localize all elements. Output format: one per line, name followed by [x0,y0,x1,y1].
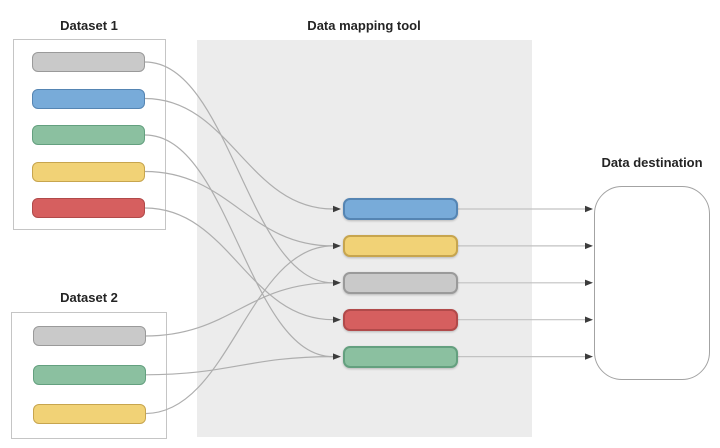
destination-arrowhead-red [585,316,593,323]
dataset1-field-red [32,198,145,218]
mapped-field-green [343,345,458,368]
mapped-field-red [343,308,458,331]
mapped-field-blue [343,198,458,220]
dataset2-field-green [33,364,146,385]
mapping-tool-title: Data mapping tool [307,18,421,33]
dataset2-title: Dataset 2 [60,290,118,305]
dataset1-field-yellow [32,161,145,182]
destination-box [594,186,710,380]
dataset1-field-gray [32,52,145,72]
dataset1-title: Dataset 1 [60,18,118,33]
destination-arrowhead-blue [585,205,593,213]
dataset2-field-yellow [33,403,146,424]
mapped-field-yellow [343,234,458,257]
dataset2-field-gray [33,326,146,346]
dataset1-field-green [32,125,145,145]
destination-arrowhead-yellow [585,242,593,250]
dataset1-field-blue [32,88,145,109]
destination-arrowhead-gray [585,279,593,286]
destination-arrowhead-green [585,353,593,360]
mapped-field-gray [343,271,458,294]
destination-title: Data destination [601,155,703,170]
